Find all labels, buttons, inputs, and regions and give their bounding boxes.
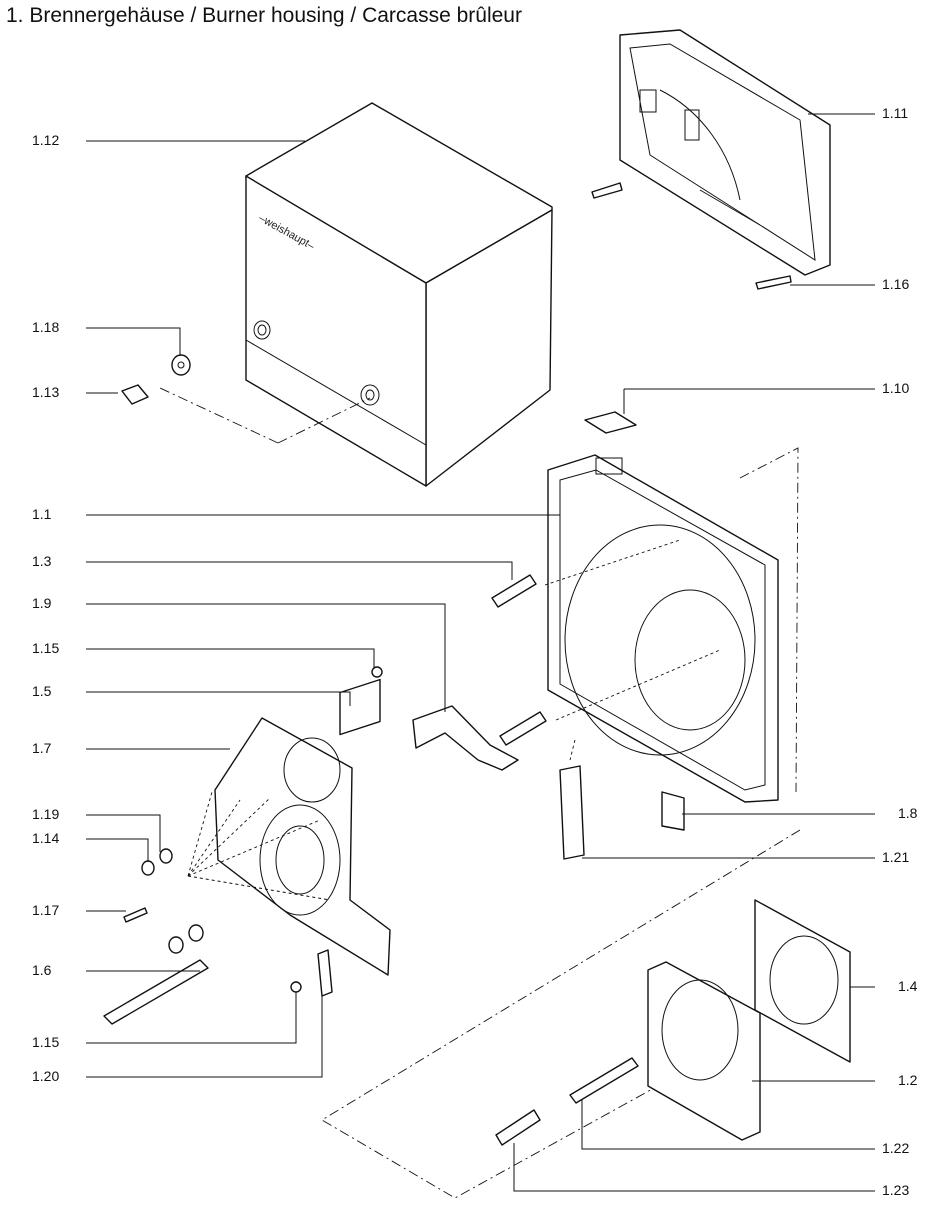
- nut-part: [495, 1109, 541, 1146]
- label-1-10: 1.10: [882, 380, 909, 396]
- label-1-11: 1.11: [882, 105, 908, 121]
- label-1-3: 1.3: [32, 553, 52, 569]
- cover-part: –weishaupt–: [245, 102, 553, 487]
- label-1-14: 1.14: [32, 830, 59, 846]
- label-1-19: 1.19: [32, 806, 59, 822]
- fan-plate-part: [214, 717, 391, 976]
- alignment-line-upper: [739, 447, 799, 793]
- label-1-21: 1.21: [882, 849, 909, 865]
- bracket-part: [412, 705, 519, 771]
- label-1-20: 1.20: [32, 1068, 59, 1084]
- label-1-4: 1.4: [898, 978, 918, 994]
- label-1-16: 1.16: [882, 276, 909, 292]
- label-1-23: 1.23: [882, 1182, 909, 1198]
- housing-part: [547, 454, 779, 803]
- label-1-7: 1.7: [32, 740, 52, 756]
- back-plate-part: [619, 29, 831, 276]
- label-1-12: 1.12: [32, 132, 59, 148]
- plug-part: [584, 411, 637, 434]
- label-1-18: 1.18: [32, 319, 59, 335]
- label-1-1: 1.1: [32, 506, 52, 522]
- label-1-15-bottom: 1.15: [32, 1034, 59, 1050]
- label-1-15-top: 1.15: [32, 640, 59, 656]
- label-1-22: 1.22: [882, 1140, 909, 1156]
- rod-part: [569, 1057, 639, 1104]
- label-1-9: 1.9: [32, 595, 52, 611]
- assembly-lines: [187, 791, 331, 901]
- label-1-17: 1.17: [32, 902, 59, 918]
- label-1-13: 1.13: [32, 384, 59, 400]
- diagram-title: 1. Brennergehäuse / Burner housing / Car…: [6, 4, 522, 27]
- label-1-2: 1.2: [898, 1072, 918, 1088]
- label-1-8: 1.8: [898, 805, 918, 821]
- label-1-6: 1.6: [32, 962, 52, 978]
- alignment-line-cover: [159, 387, 371, 444]
- leader-lines: [86, 113, 875, 1192]
- small-parts: [103, 182, 792, 1025]
- pin-part: [491, 574, 547, 746]
- clip-part: [339, 678, 381, 736]
- flange-part: [647, 961, 761, 1141]
- gasket-part: [754, 899, 851, 1063]
- label-1-5: 1.5: [32, 683, 52, 699]
